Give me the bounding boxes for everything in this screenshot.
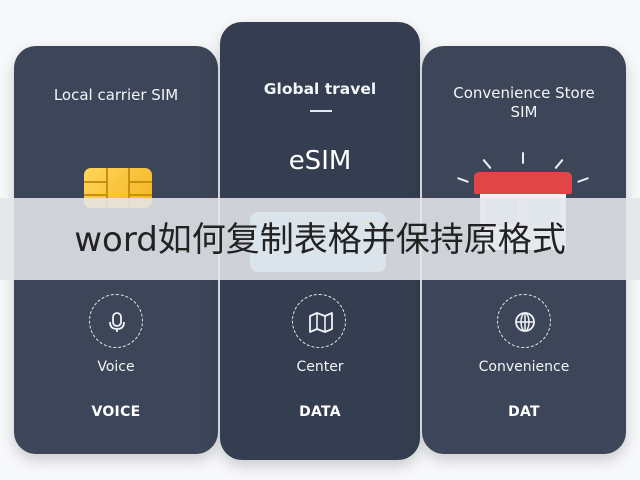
feature-label: Convenience	[478, 359, 570, 375]
feature-label: Center	[296, 359, 344, 375]
globe-icon	[515, 312, 535, 332]
overlay-banner: word如何复制表格并保持原格式	[0, 198, 640, 280]
microphone-icon	[109, 312, 125, 332]
category-label: DAT	[508, 404, 540, 420]
card-title: Local carrier SIM	[53, 86, 179, 104]
voice-feature-ring[interactable]	[89, 294, 143, 348]
banner-text: word如何复制表格并保持原格式	[74, 220, 566, 260]
esim-heading: eSIM	[288, 146, 352, 176]
category-label: DATA	[299, 404, 341, 420]
map-icon	[309, 312, 333, 333]
title-divider	[310, 110, 332, 112]
category-label: VOICE	[91, 404, 141, 420]
center-feature-ring[interactable]	[292, 294, 346, 348]
convenience-feature-ring[interactable]	[497, 294, 551, 348]
card-title: Global travel	[263, 80, 377, 98]
feature-label: Voice	[97, 359, 135, 375]
card-title: Convenience Store SIM	[453, 84, 595, 121]
